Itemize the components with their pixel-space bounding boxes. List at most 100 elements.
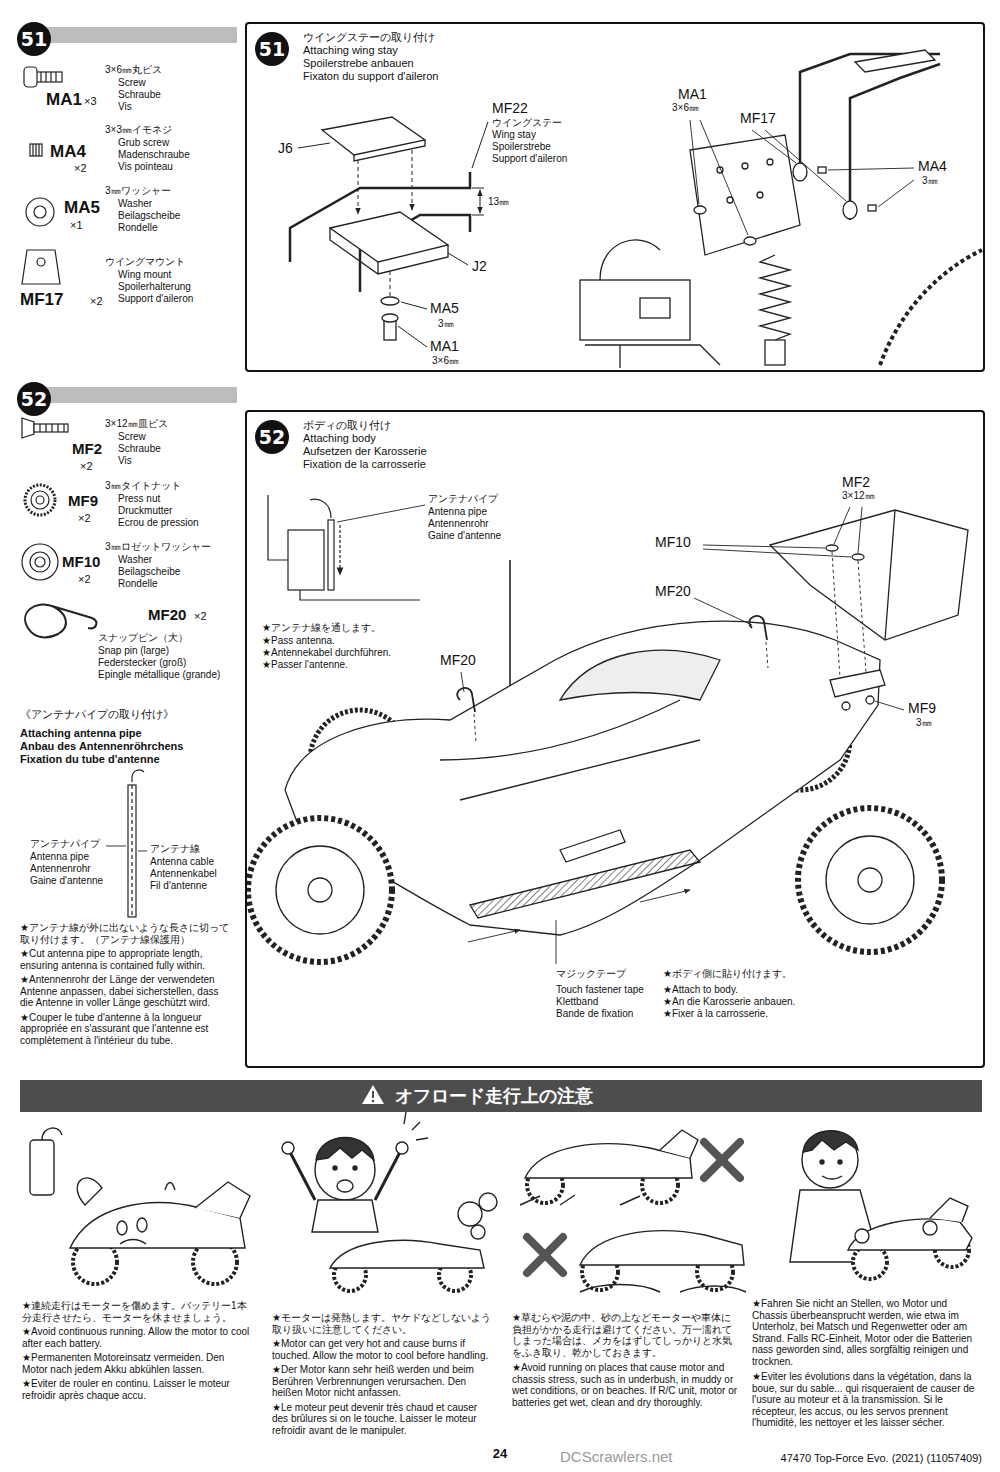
note-text: ★Der Motor kann sehr heiß werden und bei… xyxy=(272,1364,494,1399)
dimension: 3㎜ xyxy=(922,175,938,187)
part-code: MF9 xyxy=(68,492,98,509)
part-label: Antennenkabel xyxy=(150,868,217,880)
section-title: Anbau des Antennenröhrchens xyxy=(20,740,183,753)
guide-line xyxy=(461,672,464,692)
part-label: Beilagscheibe xyxy=(118,210,180,222)
chassis-drawing xyxy=(868,205,876,211)
leader-line xyxy=(765,130,846,201)
buggy-drawing xyxy=(440,700,700,862)
buggy-drawing xyxy=(826,836,914,924)
guide-line xyxy=(556,920,557,964)
leader-line xyxy=(690,120,699,204)
guide-line xyxy=(472,215,484,216)
wing-stay-drawing xyxy=(382,314,398,322)
chassis-drawing xyxy=(855,50,935,72)
part-label: Snap pin (large) xyxy=(98,645,169,657)
part-label: Bande de fixation xyxy=(556,1008,633,1020)
chassis-drawing xyxy=(580,280,690,340)
part-label: Antennenrohr xyxy=(30,863,91,875)
leader-line xyxy=(337,505,425,522)
part-label: 3㎜タイトナット xyxy=(105,480,181,492)
guide-line xyxy=(875,701,904,710)
guide-line xyxy=(468,930,520,942)
leader-line xyxy=(752,130,796,163)
antenna-inset xyxy=(328,520,334,590)
part-code: MF9 xyxy=(908,700,936,716)
note-text: ★Eviter de rouler en continu. Laisser le… xyxy=(22,1378,250,1401)
part-code: MF10 xyxy=(655,534,691,550)
dimension: 3㎜ xyxy=(438,318,454,330)
cartoon xyxy=(520,1195,640,1205)
cartoon xyxy=(316,1138,374,1161)
note-text: ★Le moteur peut devenir très chaud et ca… xyxy=(272,1402,494,1437)
guide-line xyxy=(401,302,427,309)
guide-line xyxy=(448,253,468,265)
note-text: ★モーターは発熱します。ヤケドなどしないよう取り扱いに注意してください。 xyxy=(272,1312,494,1335)
guide-line xyxy=(832,552,840,678)
guide-line xyxy=(858,561,866,672)
guide-line xyxy=(472,122,488,168)
step-title: Attaching body xyxy=(303,432,983,445)
note-text: ★草むらや泥の中、砂の上などモーターや車体に負担がかかる走行は避けてください。万… xyxy=(512,1312,738,1358)
prohibited-mark xyxy=(704,1142,740,1178)
note-text: ★ボディ側に貼り付けます。 xyxy=(663,968,792,980)
guide-line xyxy=(412,150,413,210)
note-text: ★An die Karosserie anbauen. xyxy=(663,996,795,1008)
buggy-drawing xyxy=(770,510,968,640)
part-code: MF2 xyxy=(72,440,102,457)
part-code: MF20 xyxy=(440,652,476,668)
cartoon xyxy=(120,1240,146,1245)
part-label: 3㎜ワッシャー xyxy=(105,185,171,197)
warning-band xyxy=(20,1080,982,1112)
part-label: Antennenrohr xyxy=(428,518,489,530)
part-label: Vis xyxy=(118,101,132,113)
note-text: ★Eviter les évolutions dans la végétatio… xyxy=(752,1371,980,1429)
buggy-drawing xyxy=(830,670,885,697)
buggy-drawing xyxy=(276,846,364,934)
quantity: ×2 xyxy=(90,295,103,308)
buggy-drawing xyxy=(842,702,850,710)
guide-line xyxy=(472,188,484,189)
warning-band xyxy=(372,1091,374,1098)
part-label: マジックテープ xyxy=(556,968,626,980)
wing-stay-drawing xyxy=(290,172,470,262)
part-label: Schraube xyxy=(118,443,161,455)
cartoon xyxy=(923,1221,937,1235)
cartoon xyxy=(404,1112,428,1140)
section-title: Fixation du tube d'antenne xyxy=(20,753,160,766)
step-title: Aufsetzen der Karosserie xyxy=(303,445,983,458)
part-label: Press nut xyxy=(118,493,160,505)
note-text: ★アンテナ線を通します。 xyxy=(262,622,381,634)
part-label: 3㎜ロゼットワッシャー xyxy=(105,541,211,553)
part-icon xyxy=(33,144,39,156)
guide-line xyxy=(480,190,481,213)
chassis-drawing xyxy=(843,201,857,219)
step-title: ウイングステーの取り付け xyxy=(303,31,983,44)
cartoon xyxy=(30,1140,54,1195)
chassis-drawing xyxy=(765,340,785,365)
wing-stay-drawing xyxy=(290,117,470,340)
section-title: Attaching antenna pipe xyxy=(20,727,142,740)
page-number: 24 xyxy=(493,1447,507,1462)
quantity: ×2 xyxy=(78,512,91,525)
step-number: 52 xyxy=(17,382,51,416)
leader-line xyxy=(690,120,914,235)
part-code: MA1 xyxy=(46,90,82,110)
cartoon xyxy=(282,1142,294,1154)
part-label: 3×3㎜イモネジ xyxy=(105,124,172,136)
warning-band: オフロード走行上の注意 xyxy=(20,1080,982,1112)
part-label: Washer xyxy=(118,554,152,566)
chassis-drawing xyxy=(600,240,660,280)
buggy-drawing xyxy=(852,554,864,560)
part-icon xyxy=(34,424,68,432)
part-label: Washer xyxy=(118,198,152,210)
wing-stay-drawing xyxy=(330,212,448,262)
prohibited-mark xyxy=(704,1142,740,1178)
note-text: ★Permanenten Motoreinsatz vermeiden. Den… xyxy=(22,1352,250,1375)
part-label: Support d'aileron xyxy=(118,293,193,305)
wing-stay-drawing xyxy=(354,140,425,161)
step-title: Spoilerstrebe anbauen xyxy=(303,57,983,70)
note-text: ★Antennenrohr der Länge der verwendeten … xyxy=(20,974,234,1009)
antenna-inset xyxy=(310,499,331,518)
buggy-drawing xyxy=(826,545,838,551)
